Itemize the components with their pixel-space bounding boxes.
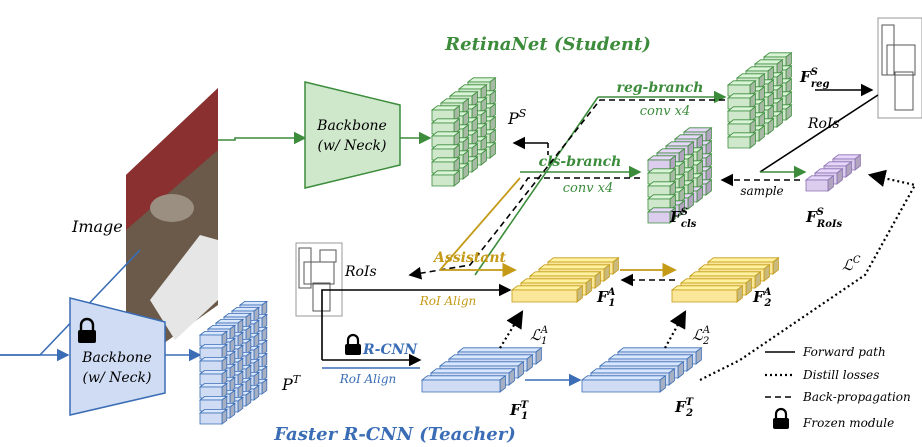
feature-cube-face [589,368,676,374]
student-title: RetinaNet (Student) [444,34,651,55]
assistant-f2-features [670,256,780,303]
feature-cube-face [679,278,753,284]
student-fpn-features [430,76,497,187]
cls-branch-features [646,126,713,224]
feature-cube-face [519,278,593,284]
pt-label: PT [281,373,302,394]
legend: Forward path Distill losses Back-propaga… [765,345,911,430]
lc-label: ℒC [842,255,861,274]
feature-cube-face [671,289,738,303]
student-backbone-line1: Backbone [316,118,387,134]
image-to-student-arrow [218,131,307,145]
feature-cube-face [456,347,543,353]
feature-cube-face [607,354,694,360]
feature-cube-face [670,285,744,291]
image-label: Image [71,217,123,236]
legend-forward: Forward path [802,345,886,359]
feature-cube-face [546,257,620,263]
distill-loss-1-arrow [499,310,524,349]
teacher-title: Faster R-CNN (Teacher) [273,424,516,445]
distill-loss-2-arrow [664,310,687,349]
student-roi-features [804,153,862,192]
reg-conv-label: conv x4 [640,104,691,119]
teacher-backbone-line1: Backbone [81,350,152,366]
cls-branch-label: cls-branch [539,154,622,170]
student-backbone [304,81,401,189]
input-image [126,88,218,370]
distill-loss-c-path [699,169,917,381]
student-backbone-line2: (w/ Neck) [318,138,387,154]
feature-cube-face [616,347,703,353]
ps-label: PS [507,107,527,128]
feature-cube-face [421,379,501,393]
rois-mid-label: RoIs [344,264,377,280]
assistant-label: Assistant [432,250,507,266]
feature-cube-face [420,375,507,381]
rois-right-label: RoIs [807,116,840,132]
rois-box-right [877,17,922,119]
reg-branch-features [726,51,793,149]
feature-cube-face [528,271,602,277]
rois-sample-line [759,94,879,173]
feature-cube-face [706,257,780,263]
rcnn-label: R-CNN [362,342,418,358]
cls-conv-label: conv x4 [563,181,614,196]
feature-cube-face [581,379,661,393]
legend-frozen: Frozen module [802,416,894,430]
feature-cube-face [647,211,671,224]
feature-cube-face [510,285,584,291]
rois-to-assistant-arrow [321,283,512,360]
roi-align-top-label: RoI Align [419,294,477,308]
feature-cube-face [598,361,685,367]
legend-lock-icon [773,407,789,429]
feature-cube-face [688,271,762,277]
feature-cube-face [805,179,829,192]
feature-cube-face [429,368,516,374]
rcnn-lock-icon [345,333,361,355]
teacher-f1-features [420,346,543,393]
feature-cube-face [447,354,534,360]
feature-cube-face [727,136,751,149]
sample-label: sample [740,184,783,198]
rois-box-mid [295,242,343,317]
feature-cube-face [537,264,611,270]
feature-cube-face [580,375,667,381]
feature-cube-face [511,289,578,303]
legend-distill: Distill losses [802,368,879,382]
assistant-f1-features [510,256,620,303]
teacher-fpn-features [198,300,268,425]
student-branch-path [474,96,599,276]
backprop-path-cls [519,177,640,191]
lock-icon [78,317,96,343]
roi-align-bottom-label: RoI Align [339,372,397,386]
feature-cube-face [438,361,525,367]
reg-branch-label: reg-branch [616,80,703,96]
feature-cube-face [199,412,223,425]
teacher-f2-features [580,346,703,393]
teacher-backbone-line2: (w/ Neck) [83,370,152,386]
assistant-path [439,177,521,271]
feature-cube-face [431,174,455,187]
legend-backprop: Back-propagation [802,390,911,404]
feature-cube-face [697,264,771,270]
